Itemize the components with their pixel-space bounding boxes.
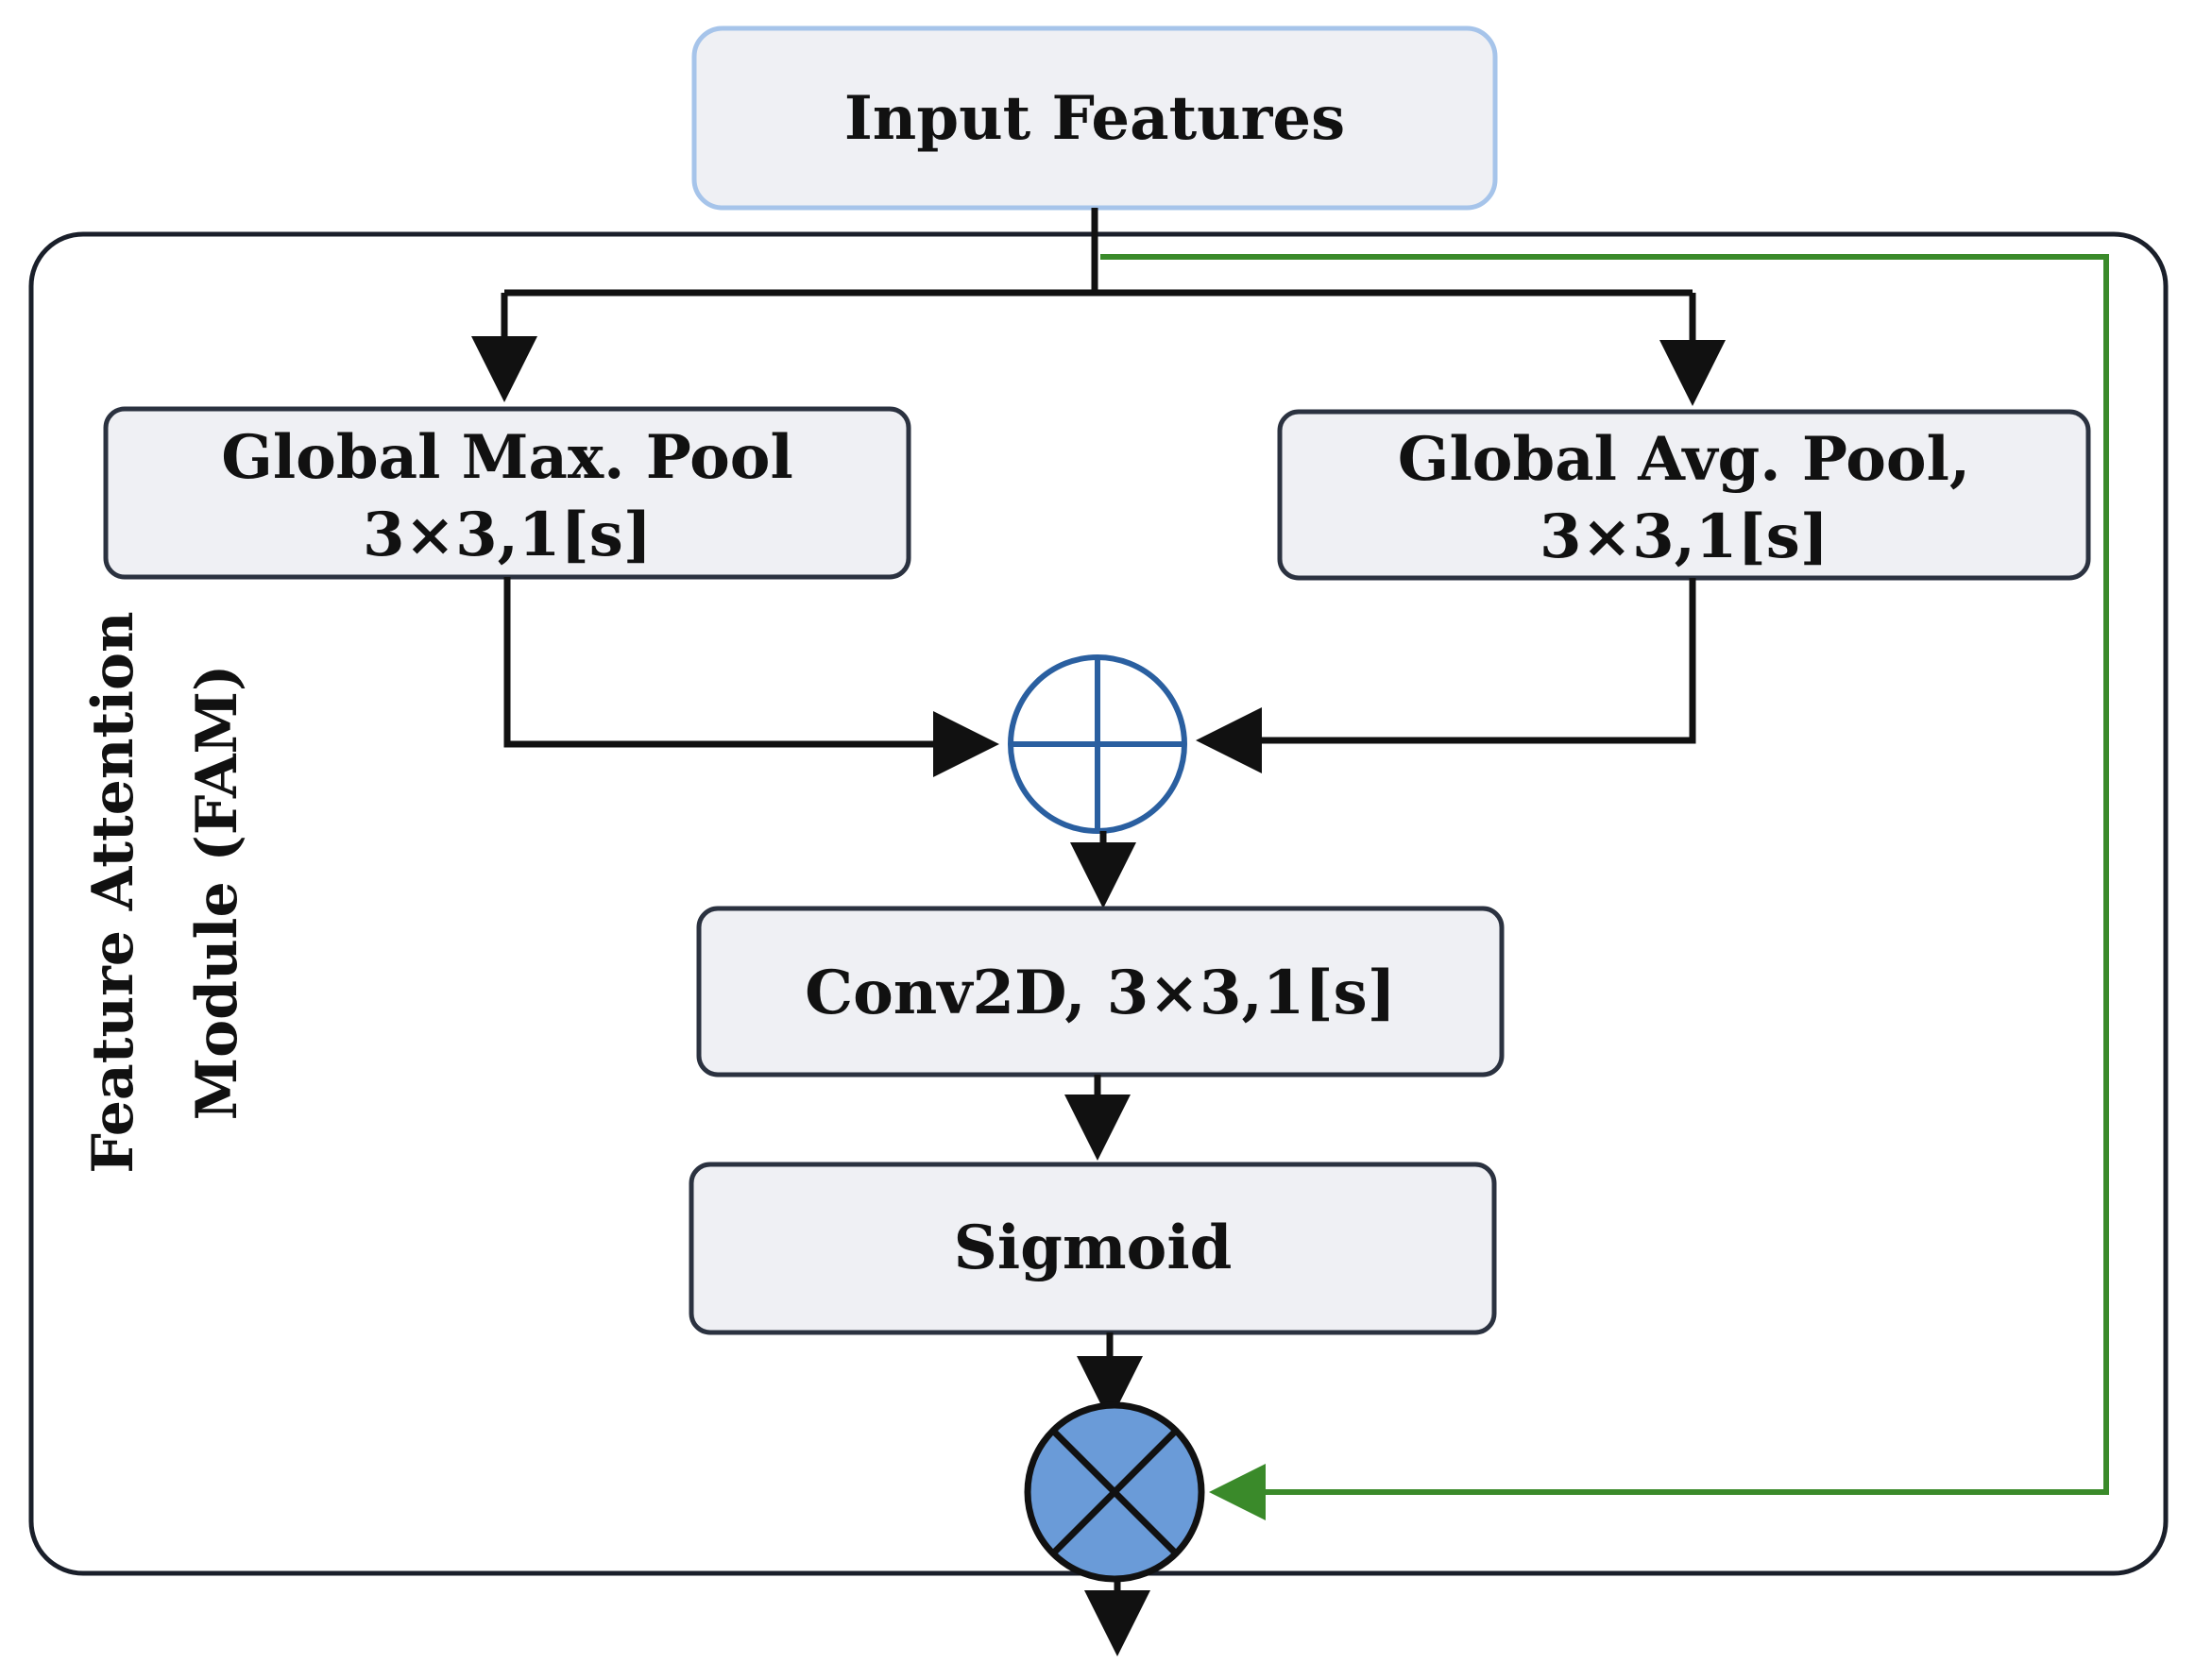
- add-operator-icon: [1008, 654, 1187, 834]
- multiply-operator-icon: [1024, 1401, 1205, 1583]
- arrow-avg-pool-to-add: [1196, 578, 1696, 773]
- skip-connection-arrow: [1100, 254, 2109, 1520]
- input-features-label: Input Features: [844, 83, 1345, 154]
- module-label-line1: Feature Attention: [80, 611, 146, 1173]
- avg-pool-label-line2: 3×3,1[s]: [1540, 501, 1829, 572]
- max-pool-label-line1: Global Max. Pool: [221, 422, 793, 493]
- module-label-line2: Module (FAM): [184, 665, 250, 1121]
- avg-pool-label-line1: Global Avg. Pool,: [1398, 424, 1970, 495]
- module-label: Feature Attention Module (FAM): [80, 611, 250, 1173]
- arrow-max-pool-to-add: [503, 577, 999, 777]
- avg-pool-box: [1277, 409, 2091, 581]
- sigmoid-label: Sigmoid: [954, 1213, 1233, 1283]
- sigmoid-box: [689, 1162, 1497, 1335]
- conv2d-label: Conv2D, 3×3,1[s]: [805, 958, 1396, 1028]
- max-pool-label-line2: 3×3,1[s]: [363, 500, 652, 570]
